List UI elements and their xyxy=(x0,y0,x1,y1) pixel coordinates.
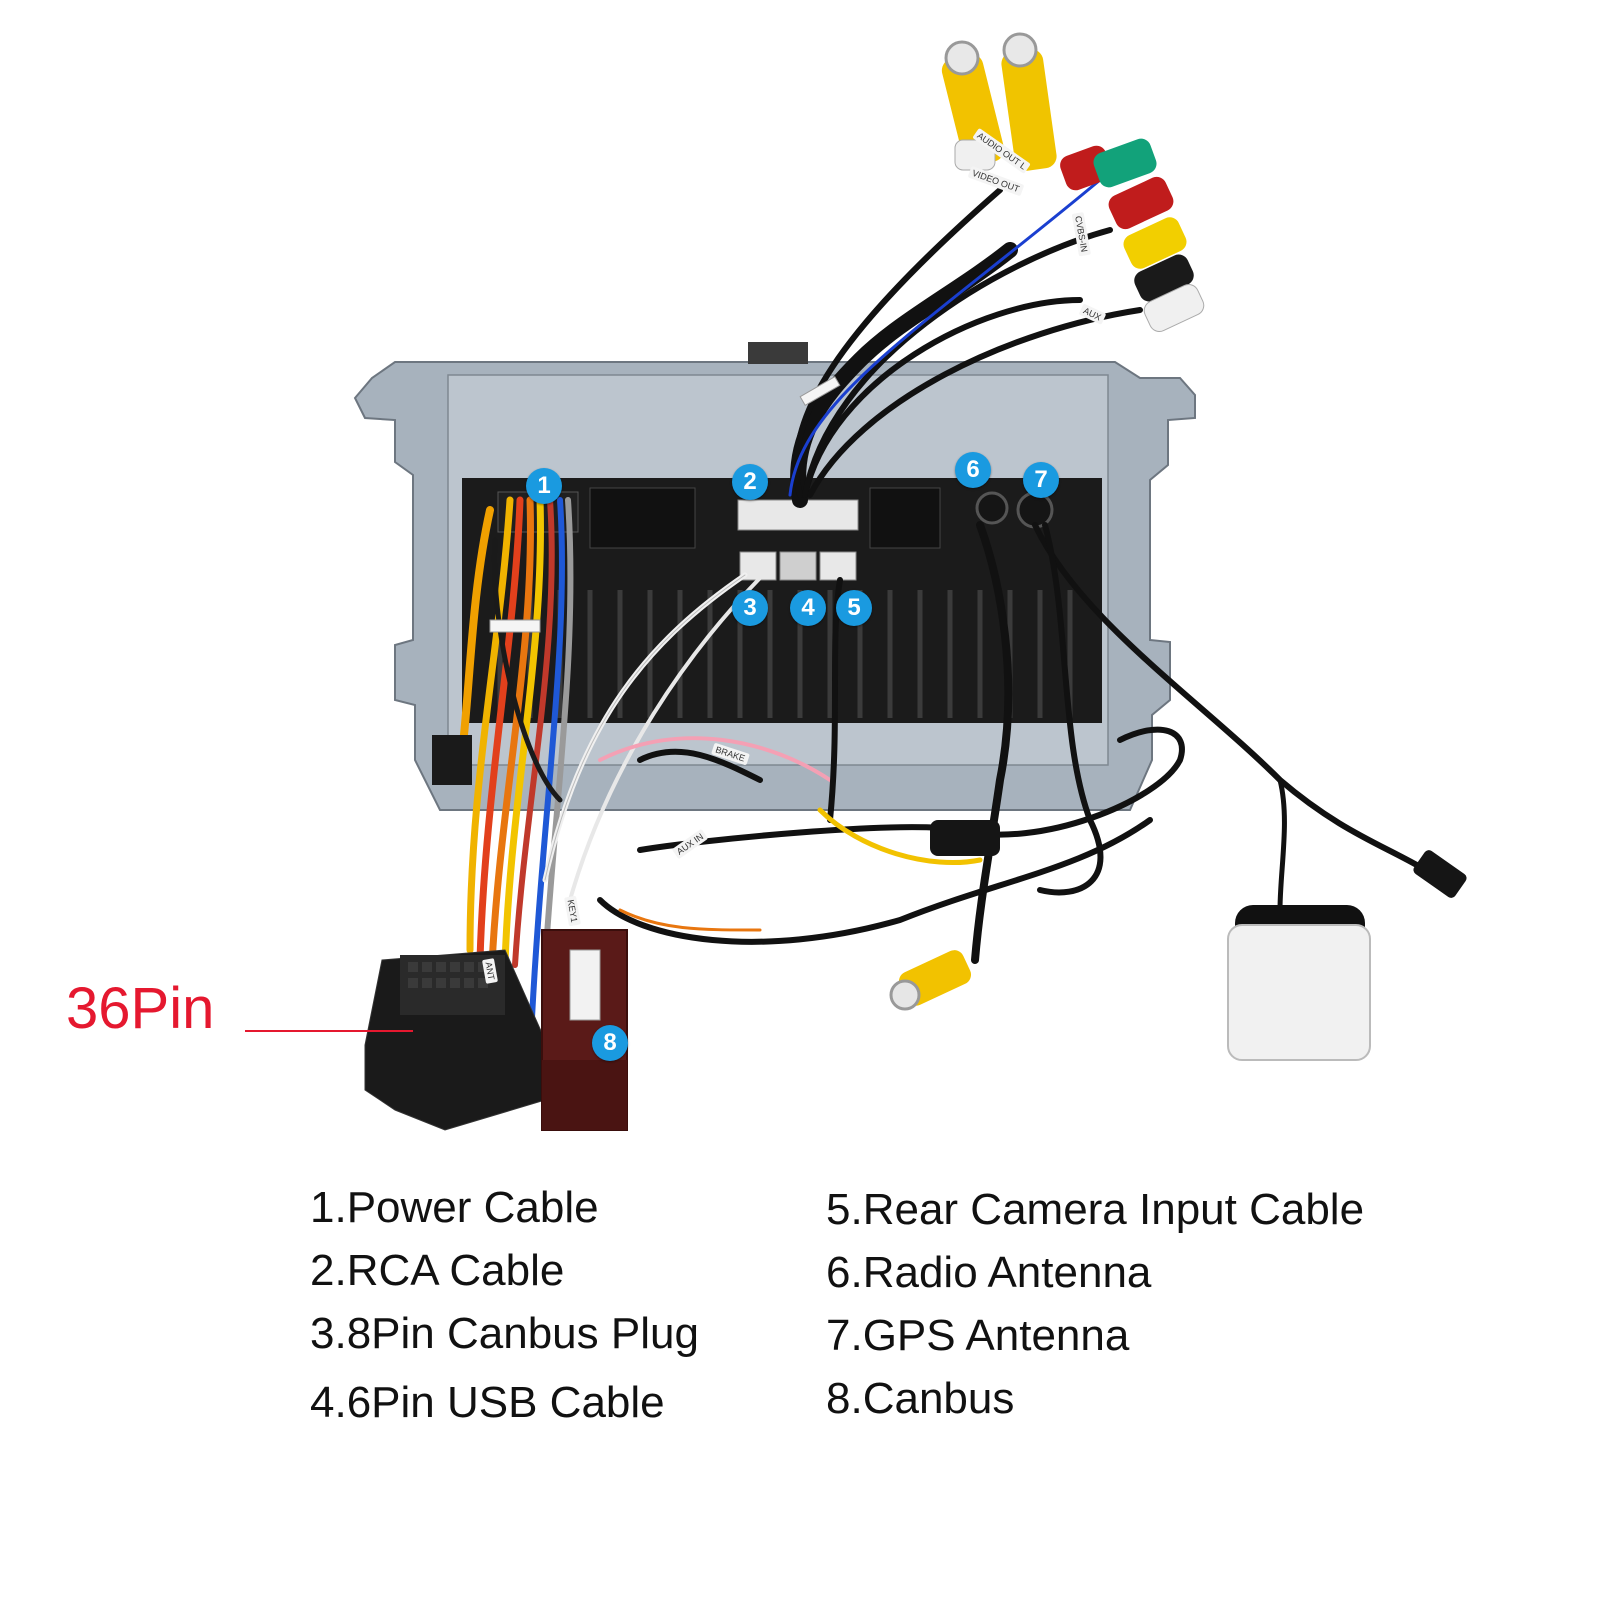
legend-item-3: 3.8Pin Canbus Plug xyxy=(310,1309,699,1358)
gps-puck xyxy=(1227,924,1371,1061)
legend-item-4: 4.6Pin USB Cable xyxy=(310,1378,665,1427)
badge-2: 2 xyxy=(732,464,768,500)
badge-7: 7 xyxy=(1023,462,1059,498)
aux-wires xyxy=(542,521,1443,964)
badge-4: 4 xyxy=(790,590,826,626)
36pin-label: 36Pin xyxy=(66,976,215,1041)
legend-item-2: 2.RCA Cable xyxy=(310,1246,565,1295)
power-harness xyxy=(456,496,574,1063)
legend-item-8: 8.Canbus xyxy=(826,1374,1015,1423)
legend-item-7: 7.GPS Antenna xyxy=(826,1311,1130,1360)
legend-item-6: 6.Radio Antenna xyxy=(826,1248,1152,1297)
gps-antenna-jack xyxy=(1016,491,1054,529)
legend-item-1: 1.Power Cable xyxy=(310,1183,599,1232)
usb-socket xyxy=(779,551,817,581)
rca-plugs xyxy=(941,32,1205,332)
badge-1: 1 xyxy=(526,468,562,504)
gps-connector xyxy=(1413,850,1467,898)
head-unit-illustration xyxy=(353,32,1467,1131)
badge-6: 6 xyxy=(955,452,991,488)
radio-antenna-jack xyxy=(975,491,1009,525)
rca-cable-bundle xyxy=(788,178,1143,508)
36pin-connector xyxy=(364,949,546,1131)
badge-3: 3 xyxy=(732,590,768,626)
badge-5: 5 xyxy=(836,590,872,626)
bracket-top-tab xyxy=(748,342,808,364)
36pin-leader-line xyxy=(245,1030,413,1032)
camera-socket xyxy=(819,551,857,581)
badge-8: 8 xyxy=(592,1025,628,1061)
legend-item-5: 5.Rear Camera Input Cable xyxy=(826,1185,1365,1234)
